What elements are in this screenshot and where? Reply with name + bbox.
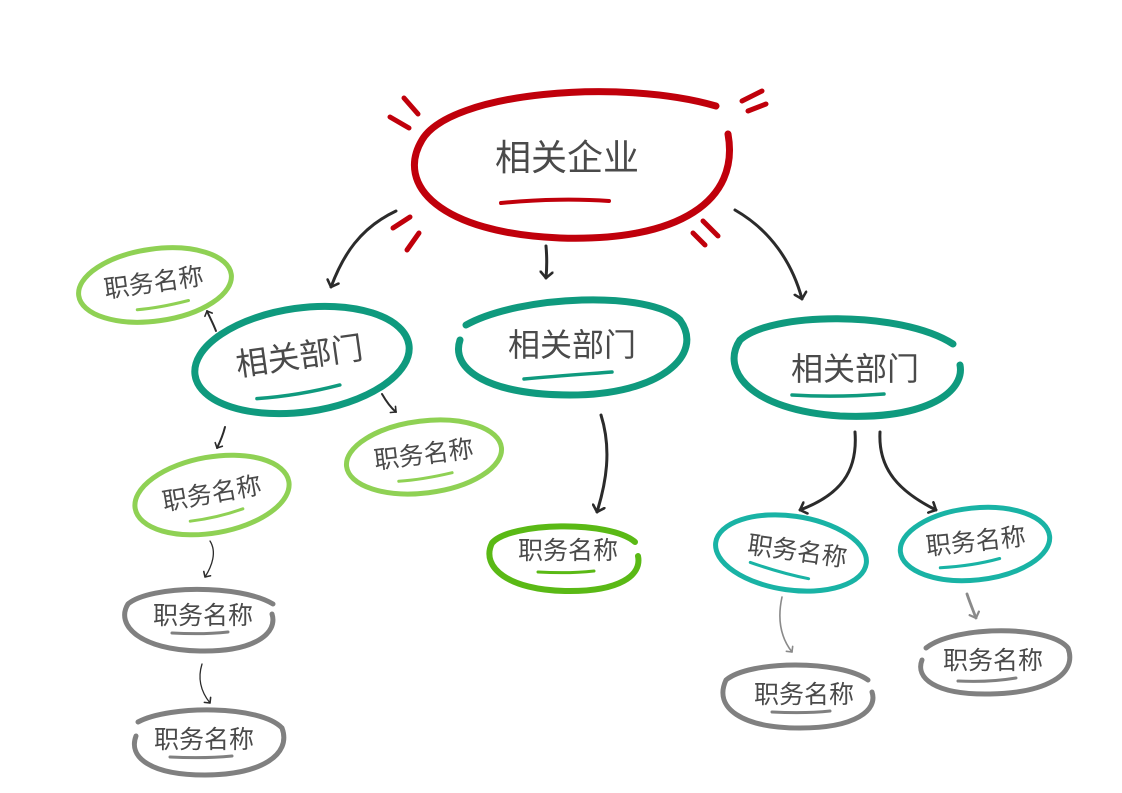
position-underline (188, 507, 245, 523)
position-node-right-a[interactable]: 职务名称 (711, 506, 872, 600)
department-node-left[interactable]: 相关部门 (188, 293, 416, 426)
root-ellipse (410, 88, 733, 242)
root-label: 相关企业 (495, 138, 639, 179)
position-label: 职务名称 (754, 680, 854, 709)
position-label: 职务名称 (153, 601, 253, 630)
position-node-right-b[interactable]: 职务名称 (897, 500, 1054, 587)
arrow-root-to-dept-left (331, 209, 398, 289)
arrow-root-to-dept-center (546, 244, 547, 280)
arrow-dept-left-to-top (204, 310, 217, 332)
arrow-left-chain-2 (199, 663, 212, 704)
position-node-left-gray-2[interactable]: 职务名称 (132, 707, 287, 778)
arrow-dept-left-to-below (214, 426, 226, 449)
position-label: 职务名称 (160, 471, 264, 517)
position-label: 职务名称 (518, 536, 618, 565)
department-node-right[interactable]: 相关部门 (730, 315, 964, 420)
position-underline (748, 560, 811, 581)
position-underline (135, 298, 190, 312)
position-label: 职务名称 (372, 434, 475, 475)
department-underline (790, 392, 886, 398)
position-node-center[interactable]: 职务名称 (486, 523, 642, 595)
position-label: 职务名称 (924, 522, 1026, 561)
position-label: 职务名称 (943, 646, 1043, 675)
position-node-left-right[interactable]: 职务名称 (342, 412, 506, 502)
position-underline (397, 471, 454, 483)
position-node-left-top[interactable]: 职务名称 (74, 239, 237, 332)
position-underline (770, 709, 832, 715)
department-underline (255, 383, 342, 401)
root-sparks (387, 88, 769, 253)
position-underline (168, 754, 234, 760)
position-underline (956, 676, 1018, 683)
arrow-dept-center-to-position (597, 413, 609, 514)
position-ellipse (76, 245, 234, 325)
department-ellipse (455, 296, 691, 399)
arrow-left-chain-1 (202, 540, 214, 578)
position-underline (536, 569, 596, 575)
position-ellipse (122, 586, 276, 654)
position-node-right-gray-a[interactable]: 职务名称 (720, 662, 876, 731)
position-ellipse (897, 504, 1053, 584)
position-ellipse (918, 628, 1073, 697)
department-underline (522, 370, 614, 381)
arrow-root-to-dept-right (733, 208, 802, 301)
arrow-dept-left-to-right (381, 393, 397, 414)
arrow-right-b-to-gray (965, 592, 976, 620)
arrow-dept-right-to-left-position (798, 430, 857, 510)
position-ellipse (713, 512, 869, 594)
position-ellipse (486, 523, 642, 595)
position-node-left-gray-1[interactable]: 职务名称 (122, 586, 276, 654)
department-ellipse (730, 315, 964, 420)
position-label: 职务名称 (154, 725, 254, 754)
position-underline (170, 630, 230, 636)
department-label: 相关部门 (508, 326, 636, 364)
department-node-center[interactable]: 相关部门 (455, 296, 691, 399)
position-label: 职务名称 (102, 261, 205, 304)
root-connectors (331, 208, 802, 301)
root-node[interactable]: 相关企业 (387, 88, 769, 253)
position-ellipse (720, 662, 876, 731)
position-node-right-gray-b[interactable]: 职务名称 (918, 628, 1073, 697)
position-node-left-below[interactable]: 职务名称 (129, 444, 296, 546)
department-ellipse (191, 302, 413, 418)
position-ellipse (132, 452, 292, 538)
arrow-dept-right-to-right-position (878, 430, 938, 510)
root-underline (499, 197, 611, 205)
department-label: 相关部门 (791, 350, 919, 388)
position-ellipse (343, 417, 505, 497)
arrow-right-a-to-gray (779, 596, 794, 653)
position-ellipse (132, 707, 287, 778)
department-label: 相关部门 (233, 329, 365, 384)
position-underline (938, 557, 1002, 570)
